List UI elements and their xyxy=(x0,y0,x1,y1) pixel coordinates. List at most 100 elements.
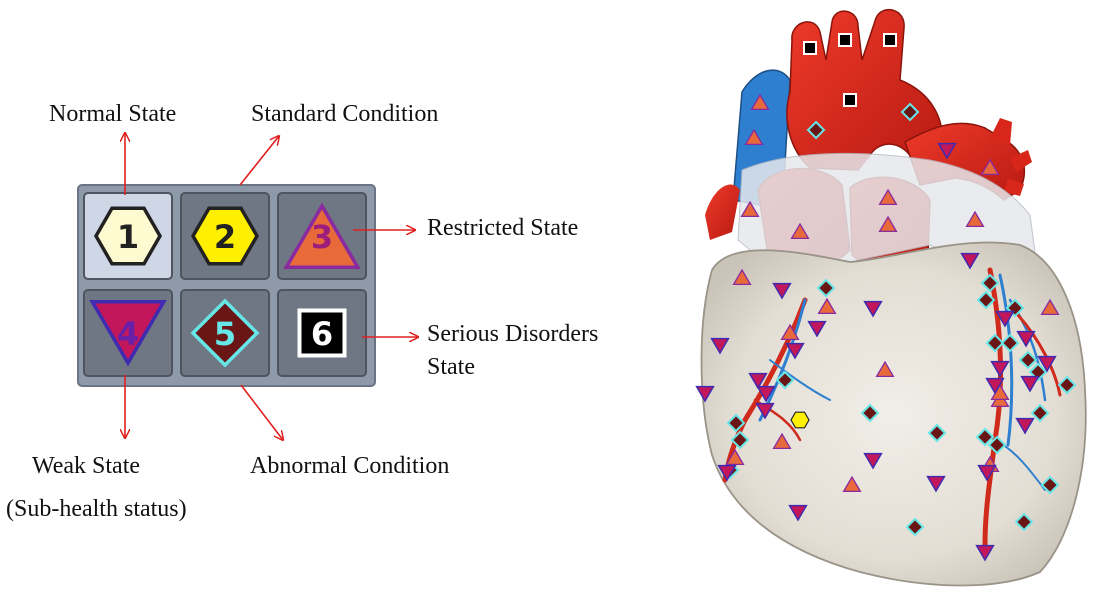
marker-abnormal-diamond xyxy=(816,278,836,298)
marker-abnormal-diamond xyxy=(905,517,925,537)
marker-weak-triangle xyxy=(788,504,808,522)
marker-weak-triangle xyxy=(1015,417,1035,435)
marker-serious-square xyxy=(838,33,852,47)
marker-weak-triangle xyxy=(807,320,827,338)
label-normal-state: Normal State xyxy=(49,101,177,127)
marker-abnormal-diamond xyxy=(860,403,880,423)
marker-abnormal-diamond xyxy=(1014,512,1034,532)
tile-number: 5 xyxy=(214,315,236,353)
tile-shape-triangle-up xyxy=(283,202,361,269)
legend-tile-1: 1 xyxy=(83,192,173,280)
marker-restricted-triangle xyxy=(878,188,898,206)
marker-restricted-triangle xyxy=(965,210,985,228)
label-standard-condition: Standard Condition xyxy=(251,101,439,127)
legend-tile-6: 6 xyxy=(277,289,367,377)
marker-weak-triangle xyxy=(756,385,776,403)
tile-shape-diamond xyxy=(190,298,260,368)
marker-restricted-triangle xyxy=(744,128,764,146)
tile-shape-hexagon xyxy=(93,206,163,266)
marker-restricted-triangle xyxy=(980,158,1000,176)
marker-abnormal-diamond xyxy=(1030,403,1050,423)
marker-weak-triangle xyxy=(985,377,1005,395)
marker-abnormal-diamond xyxy=(985,333,1005,353)
marker-weak-triangle xyxy=(990,360,1010,378)
legend-tile-3: 3 xyxy=(277,192,367,280)
marker-abnormal-diamond xyxy=(976,290,996,310)
marker-weak-triangle xyxy=(975,544,995,562)
tile-number: 3 xyxy=(311,218,333,256)
marker-abnormal-diamond xyxy=(927,423,947,443)
marker-restricted-triangle xyxy=(780,323,800,341)
marker-serious-square xyxy=(883,33,897,47)
marker-serious-square xyxy=(843,93,857,107)
marker-serious-square xyxy=(803,41,817,55)
legend-tile-2: 2 xyxy=(180,192,270,280)
status-markers xyxy=(695,33,1077,562)
marker-abnormal-diamond xyxy=(900,102,920,122)
marker-abnormal-diamond xyxy=(987,435,1007,455)
arrow-standard xyxy=(239,136,279,186)
marker-abnormal-diamond xyxy=(980,273,1000,293)
marker-weak-triangle xyxy=(748,372,768,390)
tile-number: 1 xyxy=(117,218,139,256)
marker-weak-triangle xyxy=(863,300,883,318)
marker-weak-triangle xyxy=(710,337,730,355)
left-vessel xyxy=(705,184,740,240)
tile-number: 6 xyxy=(311,315,333,353)
marker-restricted-triangle xyxy=(725,448,745,466)
label-weak-state: Weak State xyxy=(32,453,141,479)
marker-weak-triangle xyxy=(717,464,737,482)
marker-weak-triangle xyxy=(1037,355,1057,373)
marker-weak-triangle xyxy=(772,282,792,300)
marker-weak-triangle xyxy=(937,142,957,160)
marker-abnormal-diamond xyxy=(975,427,995,447)
marker-restricted-triangle xyxy=(750,93,770,111)
marker-abnormal-diamond xyxy=(1040,475,1060,495)
marker-weak-triangle xyxy=(926,475,946,493)
tile-shape-hexagon xyxy=(190,206,260,266)
marker-weak-triangle xyxy=(960,252,980,270)
marker-weak-triangle xyxy=(1020,375,1040,393)
tile-number: 2 xyxy=(214,218,236,256)
marker-abnormal-diamond xyxy=(1000,333,1020,353)
marker-restricted-triangle xyxy=(878,215,898,233)
label-serious-disorders-line2: State xyxy=(427,354,475,380)
marker-abnormal-diamond xyxy=(1057,375,1077,395)
marker-restricted-triangle xyxy=(817,297,837,315)
marker-abnormal-diamond xyxy=(726,413,746,433)
marker-weak-triangle xyxy=(695,385,715,403)
label-sub-health-status: (Sub-health status) xyxy=(6,496,187,522)
tile-number: 4 xyxy=(117,315,139,353)
arrow-abnormal xyxy=(240,384,283,440)
marker-restricted-triangle xyxy=(1040,298,1060,316)
marker-abnormal-diamond xyxy=(775,370,795,390)
legend-tile-5: 5 xyxy=(180,289,270,377)
marker-restricted-triangle xyxy=(875,360,895,378)
marker-weak-triangle xyxy=(755,402,775,420)
marker-weak-triangle xyxy=(995,310,1015,328)
marker-restricted-triangle xyxy=(732,268,752,286)
label-abnormal-condition: Abnormal Condition xyxy=(250,453,450,479)
label-restricted-state: Restricted State xyxy=(427,215,579,241)
marker-restricted-triangle xyxy=(842,475,862,493)
tile-shape-square xyxy=(297,308,347,358)
marker-abnormal-diamond xyxy=(1018,350,1038,370)
marker-weak-triangle xyxy=(785,342,805,360)
marker-restricted-triangle xyxy=(740,200,760,218)
marker-standard-hexagon xyxy=(790,411,810,429)
heart-ventricles xyxy=(700,241,1087,587)
marker-weak-triangle xyxy=(977,464,997,482)
legend-tiles: 1 2 3 4 5 6 xyxy=(83,192,367,377)
marker-abnormal-diamond xyxy=(806,120,826,140)
marker-abnormal-diamond xyxy=(730,430,750,450)
pulmonary-branches xyxy=(990,118,1032,196)
marker-restricted-triangle xyxy=(790,222,810,240)
label-serious-disorders-line1: Serious Disorders xyxy=(427,321,599,347)
marker-weak-triangle xyxy=(1016,330,1036,348)
marker-restricted-triangle xyxy=(772,432,792,450)
legend-tile-4: 4 xyxy=(83,289,173,377)
tile-shape-triangle-down xyxy=(89,300,167,367)
marker-weak-triangle xyxy=(863,452,883,470)
